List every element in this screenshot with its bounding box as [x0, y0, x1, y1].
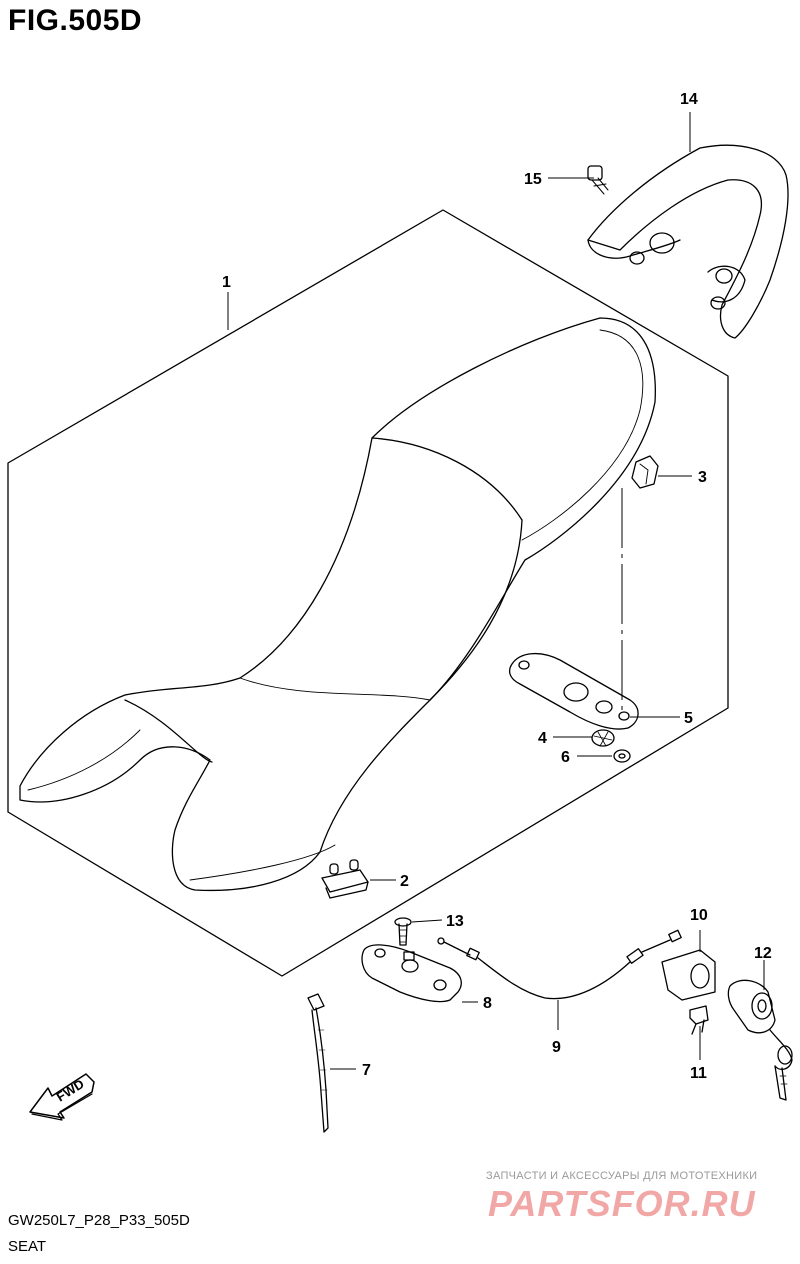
callout-10: 10: [690, 907, 708, 924]
screw-13: [394, 917, 412, 946]
callout-6: 6: [561, 749, 570, 766]
watermark-logo: PARTSFOR.RU: [488, 1183, 756, 1224]
grab-rail: [587, 144, 789, 339]
bracket-10: [661, 949, 716, 1001]
callout-7: 7: [362, 1062, 371, 1079]
callout-5: 5: [684, 710, 693, 727]
callout-15: 15: [524, 171, 542, 188]
leader-lines: [227, 112, 765, 1070]
callout-4: 4: [538, 730, 547, 747]
callout-9: 9: [552, 1039, 561, 1056]
figure-code: GW250L7_P28_P33_505D: [8, 1212, 190, 1229]
bolt-15: [587, 165, 609, 195]
grommet-4: [591, 729, 615, 747]
callout-2: 2: [400, 873, 409, 890]
cushion-2: [321, 859, 369, 899]
tie-strap-7: [307, 993, 329, 1133]
callout-3: 3: [698, 469, 707, 486]
lock-set-12: [727, 979, 793, 1101]
figure-title: FIG.505D: [8, 4, 143, 37]
callout-1: 1: [222, 274, 231, 291]
watermark-subtitle: ЗАПЧАСТИ И АКСЕССУАРЫ ДЛЯ МОТОТЕХНИКИ: [486, 1170, 758, 1182]
seat-body: [19, 317, 656, 892]
nut-3: [631, 455, 659, 489]
callout-11: 11: [690, 1065, 707, 1082]
release-cable-9: [437, 929, 682, 1000]
callout-13: 13: [446, 913, 464, 930]
callout-8: 8: [483, 995, 492, 1012]
fwd-arrow: [29, 1073, 95, 1121]
assembly-frame: [7, 209, 729, 977]
nut-6: [613, 749, 631, 763]
seat-stay-5: [508, 653, 639, 730]
clip-11: [689, 1005, 709, 1035]
callout-14: 14: [680, 91, 698, 108]
lock-base-8: [361, 944, 462, 1003]
figure-name: SEAT: [8, 1238, 47, 1255]
callout-12: 12: [754, 945, 772, 962]
